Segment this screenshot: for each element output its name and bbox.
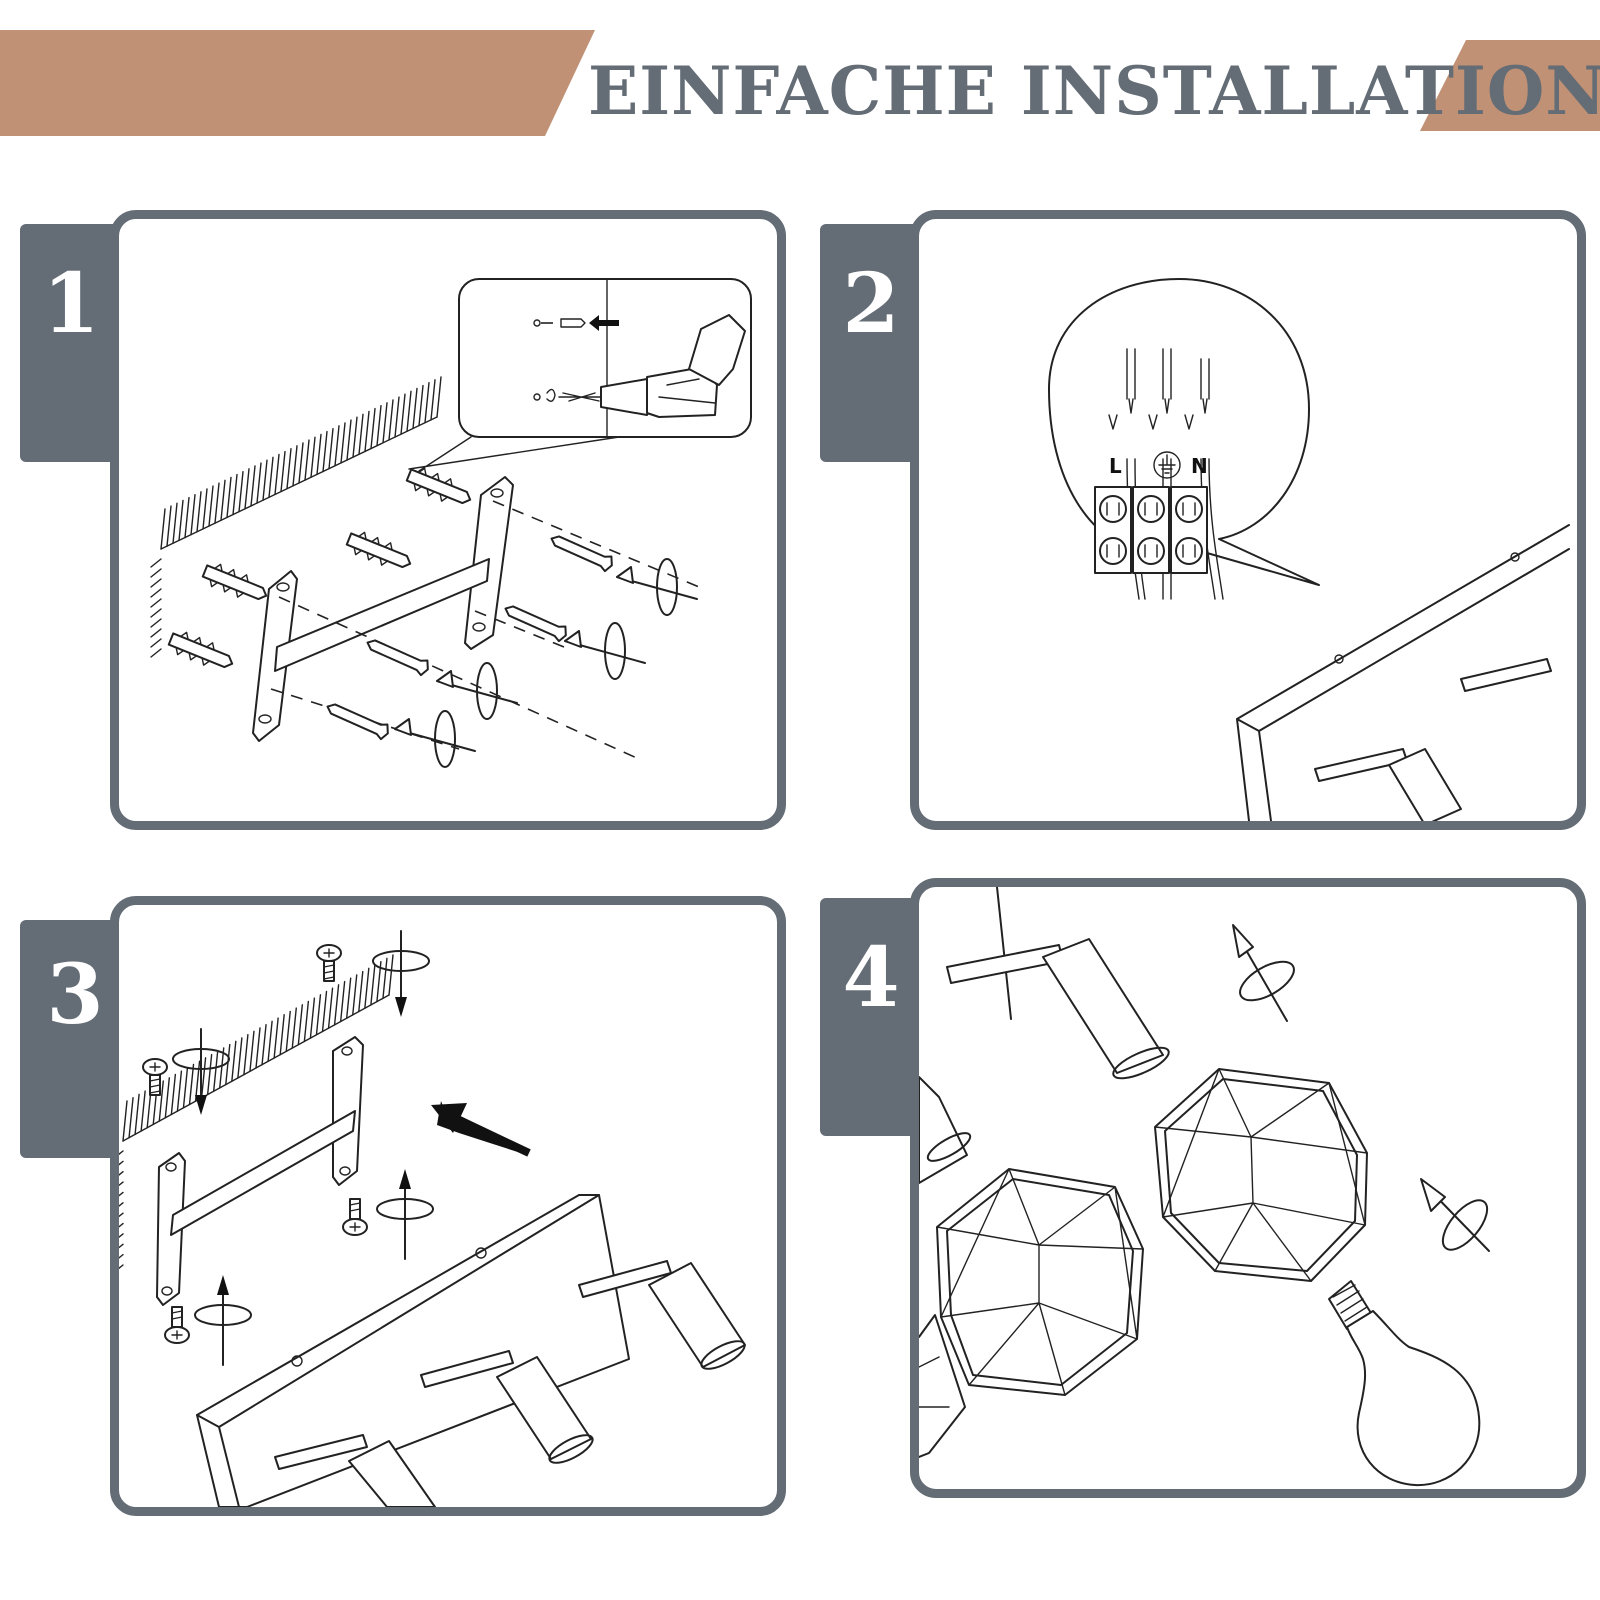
step-3-panel — [110, 896, 786, 1516]
step-1-tab: 1 — [20, 224, 120, 462]
spotlight-icon — [578, 1260, 746, 1370]
mounting-bracket-icon — [252, 476, 514, 742]
direction-arrow-icon — [431, 1101, 531, 1157]
screws — [326, 535, 613, 741]
rotate-arrow-icon — [616, 558, 698, 616]
rotate-arrow-icon — [436, 662, 518, 720]
wall-hatching — [119, 954, 394, 1270]
wall-plug-icon — [405, 467, 472, 505]
page-title: EINFACHE INSTALLATION — [588, 52, 1600, 130]
step-1-number: 1 — [42, 256, 100, 352]
screw-icon — [326, 703, 389, 741]
spotlight-icon — [274, 1434, 436, 1507]
step-2-tab: 2 — [820, 224, 920, 462]
screw-icon — [504, 605, 567, 643]
step-4-number: 4 — [842, 930, 900, 1026]
terminal-block-icon — [1094, 486, 1208, 574]
rotate-arrow-icon — [564, 622, 646, 680]
rotate-arrow-icon — [376, 1169, 434, 1260]
screw-icon — [342, 1198, 368, 1236]
spotlight-icon — [1314, 748, 1462, 821]
terminal-label-n: N — [1191, 454, 1208, 478]
step-3-tab: 3 — [20, 920, 120, 1158]
wall-plugs — [167, 467, 472, 669]
rotate-arrow-icon — [172, 1028, 230, 1115]
rotate-arrows — [394, 558, 698, 768]
wall-hatching — [150, 376, 442, 658]
drill-icon — [533, 314, 746, 418]
screw-icon — [316, 944, 342, 982]
step-3-number: 3 — [46, 947, 104, 1043]
rotate-arrow-icon — [1232, 924, 1295, 1022]
step-4-tab: 4 — [820, 898, 920, 1136]
spotlight-icon — [1460, 658, 1552, 692]
wall-plug-icon — [167, 631, 234, 669]
spotlight-icon — [420, 1350, 594, 1464]
step-2-panel: L N — [910, 210, 1586, 830]
header-banner — [0, 30, 1600, 136]
mounting-bracket-icon — [156, 1036, 364, 1306]
rotate-arrow-icon — [194, 1275, 252, 1366]
step-1-panel — [110, 210, 786, 830]
screw-icon — [142, 1058, 168, 1096]
screw-icon — [164, 1306, 190, 1344]
earth-ground-icon — [1153, 451, 1181, 479]
fixture-plate — [1236, 524, 1570, 821]
rotate-arrow-icon — [394, 710, 476, 768]
step-4-panel — [910, 878, 1586, 1498]
wall-plug-icon — [201, 563, 268, 601]
rotate-arrow-icon — [1420, 1178, 1490, 1252]
banner-stripe-right — [1420, 40, 1600, 131]
wall-plug-icon — [345, 531, 412, 569]
fixture-plate — [196, 1194, 630, 1507]
cage-shade-icon — [936, 1168, 1144, 1396]
step-2-number: 2 — [842, 256, 900, 352]
screw-icon — [366, 639, 429, 677]
screw-icon — [550, 535, 613, 573]
light-bulb-icon — [1328, 1280, 1481, 1487]
drill-callout — [408, 278, 752, 472]
cage-shade-icon — [1154, 1068, 1368, 1282]
terminal-label-l: L — [1109, 454, 1122, 478]
spotlight-icon — [919, 1076, 972, 1184]
spotlight-icon — [946, 938, 1170, 1080]
banner-stripe-left — [0, 30, 595, 136]
wall-plug-icon — [533, 315, 619, 331]
rotate-arrow-icon — [372, 930, 430, 1017]
